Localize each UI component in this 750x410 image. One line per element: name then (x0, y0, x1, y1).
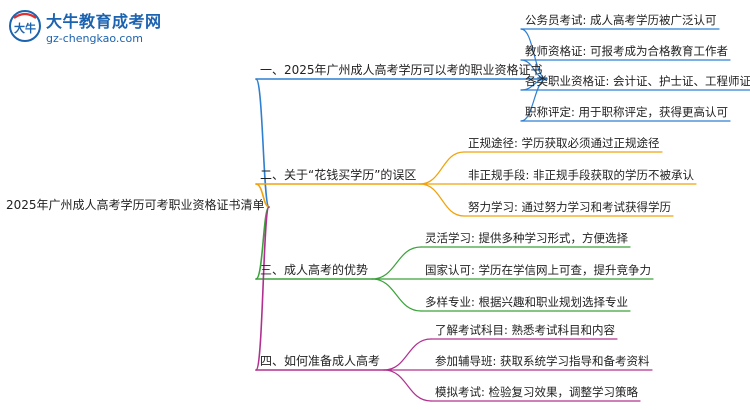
branch-advantages[interactable]: 三、成人高考的优势 (260, 263, 369, 277)
leaf-connector (383, 369, 432, 402)
leaf-diverse-majors[interactable]: 多样专业: 根据兴趣和职业规划选择专业 (425, 295, 629, 309)
brand-url[interactable]: gz-chengkao.com (46, 32, 143, 45)
leaf-connector (383, 338, 432, 371)
leaf-formal-path[interactable]: 正规途径: 学历获取必须通过正规途径 (468, 136, 660, 150)
leaf-tutoring-class[interactable]: 参加辅导班: 获取系统学习指导和备考资料 (435, 354, 650, 368)
leaf-connector (520, 78, 548, 122)
leaf-teacher-certificate[interactable]: 教师资格证: 可报考成为合格教育工作者 (525, 44, 729, 58)
leaf-study-hard[interactable]: 努力学习: 通过努力学习和考试获得学历 (468, 200, 672, 214)
leaf-connector (419, 151, 465, 185)
leaf-civil-service-exam[interactable]: 公务员考试: 成人高考学历被广泛认可 (525, 13, 717, 27)
branch-misconception[interactable]: 二、关于“花钱买学历”的误区 (260, 168, 417, 182)
branch-connector (255, 206, 270, 371)
brand-mark-icon: 大牛 (9, 10, 41, 42)
leaf-mock-exam[interactable]: 模拟考试: 检验复习效果，调整学习策略 (435, 385, 639, 399)
root-topic[interactable]: 2025年广州成人高考学历可考职业资格证书清单 (6, 198, 265, 212)
brand-name: 大牛教育成考网 (46, 12, 162, 31)
leaf-connector (419, 183, 465, 217)
branch-connector (255, 78, 270, 208)
leaf-flexible-learning[interactable]: 灵活学习: 提供多种学习形式，方便选择 (425, 231, 629, 245)
leaf-informal-means[interactable]: 非正规手段: 非正规手段获取的学历不被承认 (468, 168, 695, 182)
leaf-professional-certificates[interactable]: 各类职业资格证: 会计证、护士证、工程师证等 (525, 74, 750, 88)
leaf-connector (371, 246, 422, 280)
leaf-title-evaluation[interactable]: 职称评定: 用于职称评定，获得更高认可 (525, 105, 729, 119)
leaf-connector (520, 28, 548, 80)
brand-mark-text: 大牛 (14, 21, 36, 35)
branch-preparation[interactable]: 四、如何准备成人高考 (260, 354, 381, 368)
leaf-national-recognition[interactable]: 国家认可: 学历在学信网上可查，提升竞争力 (425, 263, 652, 277)
leaf-connector (371, 278, 422, 312)
leaf-know-subjects[interactable]: 了解考试科目: 熟悉考试科目和内容 (435, 323, 616, 337)
brand-logo: 大牛 大牛教育成考网 gz-chengkao.com (8, 6, 168, 52)
branch-cert-types[interactable]: 一、2025年广州成人高考学历可以考的职业资格证书 (260, 63, 543, 77)
